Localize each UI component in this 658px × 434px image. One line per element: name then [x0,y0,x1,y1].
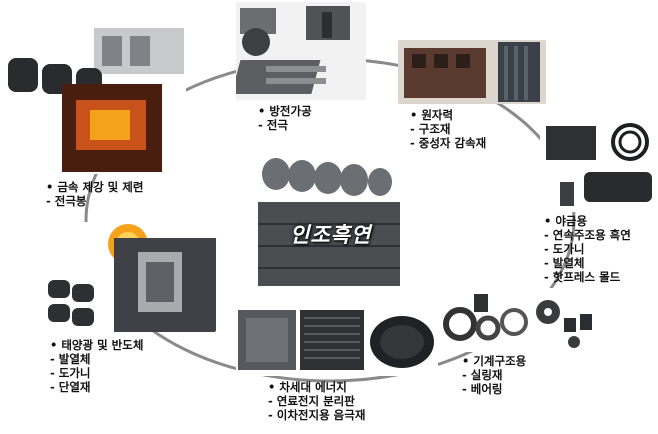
metallurgy-item-4: - 핫프레스 몰드 [544,270,621,284]
metallurgy-item-3: - 발열체 [544,256,585,270]
solar-item-1: - 발열체 [50,352,91,366]
nuclear-photo [398,40,546,104]
steel-title: • 금속 제강 및 제련 [46,180,144,194]
artificial-graphite-photo [254,152,404,288]
label-steel: • 금속 제강 및 제련 - 전극봉 [46,180,143,208]
solar-item-3: - 단열재 [50,380,91,394]
mechanical-item-2: - 베어링 [462,382,503,396]
nuclear-item-2: - 중성자 감속재 [410,136,487,150]
metallurgy-item-2: - 도가니 [544,242,585,256]
metallurgy-item-1: - 연속주조용 흑연 [544,228,631,242]
label-metallurgy: • 야금용 - 연속주조용 흑연 - 도가니 - 발열체 - 핫프레스 몰드 [544,214,631,284]
label-mechanical: • 기계구조용 - 실링재 - 베어링 [462,354,526,396]
edm-parts-photo [236,2,366,100]
metallurgy-title: • 야금용 [544,214,588,228]
steel-item: - 전극봉 [46,194,87,208]
metallurgy-photo [540,120,658,212]
energy-title: • 차세대 에너지 [268,380,347,394]
label-nuclear: • 원자력 - 구조재 - 중성자 감속재 [410,108,486,150]
solar-semiconductor-photo [46,222,216,332]
center-title: 인조흑연 [290,223,372,247]
energy-photo [236,306,438,376]
mechanical-item-1: - 실링재 [462,368,503,382]
label-energy: • 차세대 에너지 - 연료전지 분리판 - 이차전지용 음극재 [268,380,365,422]
edm-title: • 방전가공 [258,104,312,118]
mechanical-title: • 기계구조용 [462,354,527,368]
label-edm: • 방전가공 - 전극 [258,104,312,132]
edm-item: - 전극 [258,118,288,132]
solar-title: • 태양광 및 반도체 [50,338,144,352]
mechanical-parts-photo [440,288,602,352]
label-solar-semiconductor: • 태양광 및 반도체 - 발열체 - 도가니 - 단열재 [50,338,143,394]
nuclear-item-1: - 구조재 [410,122,451,136]
energy-item-1: - 연료전지 분리판 [268,394,355,408]
solar-item-2: - 도가니 [50,366,91,380]
steel-furnace-photo [6,28,186,174]
energy-item-2: - 이차전지용 음극재 [268,408,366,422]
nuclear-title: • 원자력 [410,108,454,122]
